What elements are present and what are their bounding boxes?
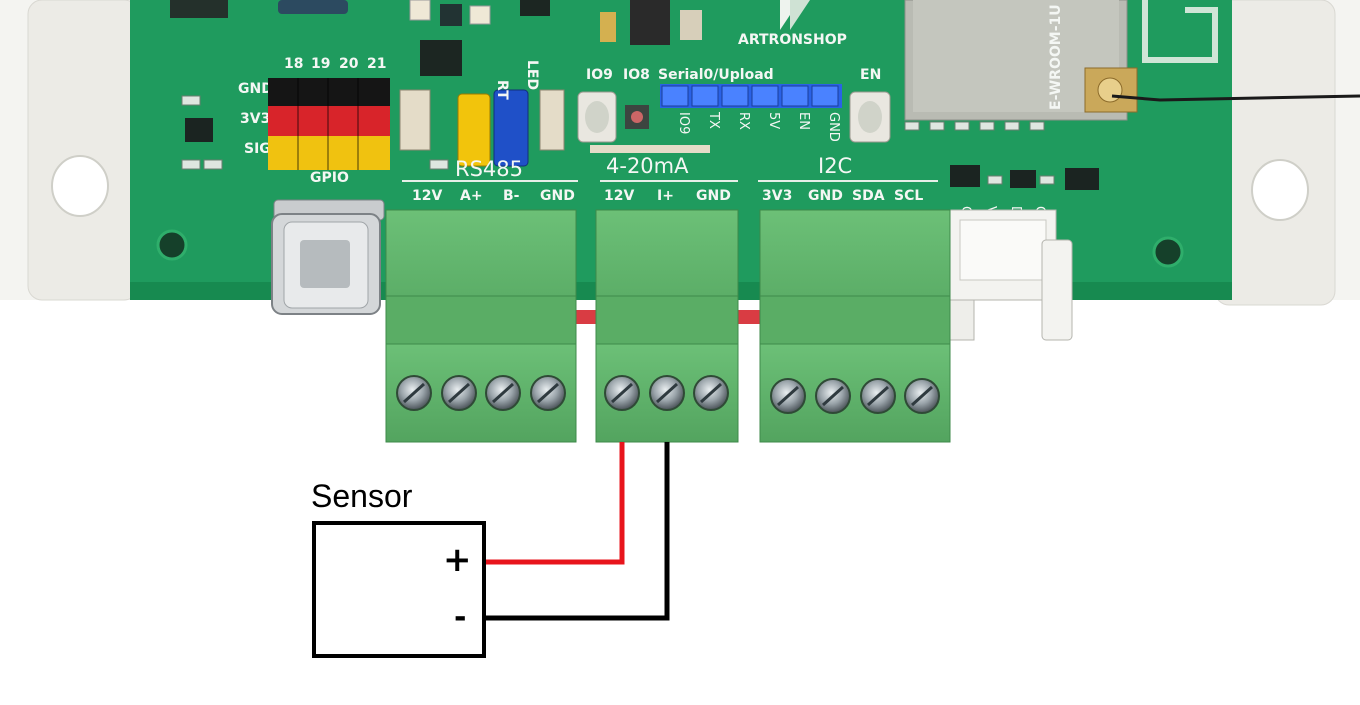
- jumpers: RT LED: [457, 60, 540, 167]
- buttons: IO9 IO8 EN: [577, 67, 891, 143]
- ma-pin-gnd: GND: [696, 188, 731, 204]
- gpio-number-21: 21: [367, 56, 386, 72]
- i2c-pin-gnd: GND: [808, 188, 843, 204]
- usb-c-port: [271, 199, 385, 315]
- sensor-box: [312, 521, 486, 658]
- terminal-block-i2c: [759, 209, 951, 443]
- gpio-row-3v3: 3V3: [240, 111, 270, 127]
- serial-pin-rx: RX: [736, 112, 751, 130]
- terminal-title-4-20ma: 4-20mA: [606, 154, 689, 178]
- gpio-number-19: 19: [311, 56, 330, 72]
- sensor-positive-terminal: +: [443, 540, 472, 580]
- gpio-header-label: GPIO: [310, 170, 349, 186]
- i2c-pin-3v3: 3V3: [762, 188, 792, 204]
- jumper-label-led: LED: [524, 60, 540, 90]
- button-label-io8: IO8: [623, 67, 650, 83]
- button-label-en: EN: [860, 67, 881, 83]
- gpio-number-18: 18: [284, 56, 303, 72]
- ma-pin-12v: 12V: [604, 188, 634, 204]
- serial-header-label: Serial0/Upload: [658, 67, 774, 83]
- terminal-block-rs485: [385, 209, 577, 443]
- terminal-title-i2c: I2C: [818, 154, 852, 178]
- ma-pin-i: I+: [657, 188, 674, 204]
- button-label-io9: IO9: [586, 67, 613, 83]
- gpio-header: 18 19 20 21 GND 3V3 SIG GPIO: [238, 56, 390, 186]
- mount-hole-right: [1251, 159, 1309, 221]
- serial-pin-gnd: GND: [826, 112, 841, 142]
- brand-label: ARTRONSHOP: [738, 32, 847, 48]
- i2c-pin-scl: SCL: [894, 188, 923, 204]
- rs485-pin-b: B-: [503, 188, 520, 204]
- wifi-module: E-WROOM-1U: [904, 0, 1360, 121]
- serial-pin-io9: IO9: [676, 112, 691, 134]
- wire-negative-black: [486, 442, 670, 621]
- jst-connector: [945, 209, 1073, 341]
- serial-pin-en: EN: [796, 112, 811, 130]
- serial-pin-5v: 5V: [766, 112, 781, 129]
- rs485-pin-a: A+: [460, 188, 483, 204]
- sensor-negative-terminal: -: [454, 600, 467, 635]
- terminal-title-rs485: RS485: [455, 157, 523, 181]
- rs485-pin-12v: 12V: [412, 188, 442, 204]
- brand-logo: [780, 0, 810, 30]
- serial-pin-tx: TX: [706, 111, 721, 129]
- wire-positive-red: [486, 442, 625, 565]
- sensor-title: Sensor: [311, 478, 413, 514]
- rs485-pin-gnd: GND: [540, 188, 575, 204]
- jumper-blue: [493, 89, 529, 167]
- serial-header: Serial0/Upload IO9 TX RX 5V EN GND: [658, 67, 842, 142]
- jumper-yellow: [457, 93, 491, 167]
- terminal-headers: RS485 4-20mA I2C 12V A+ B- GND 12V I+ GN…: [402, 154, 1047, 216]
- gpio-number-20: 20: [339, 56, 359, 72]
- terminal-block-4-20ma: [595, 209, 739, 443]
- antenna-cable: [1111, 94, 1360, 102]
- jumper-label-rt: RT: [494, 80, 510, 100]
- mount-hole-left: [51, 155, 109, 217]
- i2c-pin-sda: SDA: [852, 188, 885, 204]
- module-label: E-WROOM-1U: [1048, 4, 1064, 110]
- gpio-row-gnd: GND: [238, 81, 273, 97]
- gpio-row-sig: SIG: [244, 141, 271, 157]
